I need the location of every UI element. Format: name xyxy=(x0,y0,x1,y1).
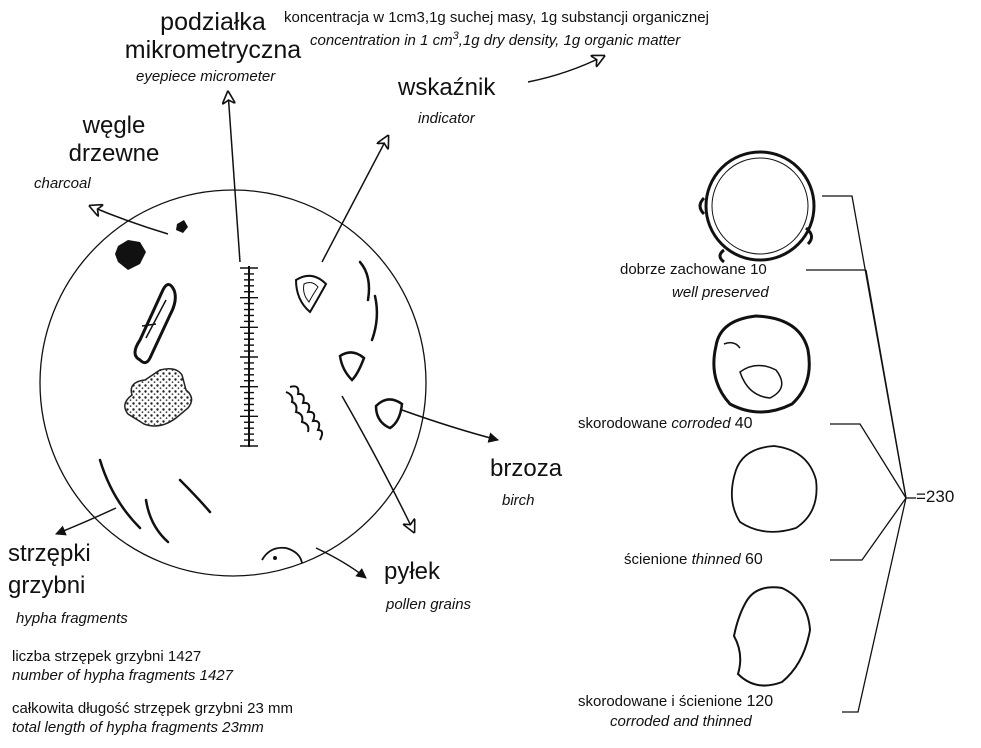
total-count: =230 xyxy=(916,487,954,507)
coiled-hypha xyxy=(286,386,322,440)
charcoal-particle-small xyxy=(176,220,188,233)
micrometer-arrow xyxy=(228,92,240,262)
micrometer-scale xyxy=(240,266,258,447)
pollen-well-preserved xyxy=(700,152,814,262)
pollen-grain-birch xyxy=(376,399,402,428)
charcoal-particle-large xyxy=(115,240,146,270)
micrometer-label-en: eyepiece micrometer xyxy=(136,68,275,85)
corroded-thinned-label-en: corroded and thinned xyxy=(610,713,752,730)
hypha-label-pl-2: grzybni xyxy=(8,572,85,600)
indicator-label-en: indicator xyxy=(418,110,475,127)
corroded-label: skorodowane corroded 40 xyxy=(578,415,753,433)
hypha-count-pl: liczba strzępek grzybni 1427 xyxy=(12,648,201,665)
hypha-label-en: hypha fragments xyxy=(16,610,128,627)
well-preserved-label-pl: dobrze zachowane 10 xyxy=(620,261,767,278)
field-of-view-circle xyxy=(40,190,426,576)
thinned-label: ścienione thinned 60 xyxy=(624,551,763,569)
pollen-grain-triangular-1 xyxy=(296,276,326,312)
count-bracket xyxy=(806,196,916,712)
pollen-corroded xyxy=(714,316,809,412)
charcoal-label-pl-2: drzewne xyxy=(54,140,174,168)
charcoal-label-pl-1: węgle xyxy=(54,112,174,140)
birch-label-pl: brzoza xyxy=(490,455,562,483)
hypha-arrow xyxy=(56,508,116,534)
hypha-length-en: total length of hypha fragments 23mm xyxy=(12,719,264,736)
hypha-count-en: number of hypha fragments 1427 xyxy=(12,667,233,684)
well-preserved-label-en: well preserved xyxy=(672,284,769,301)
micrometer-label-pl-2: mikrometryczna xyxy=(98,36,328,65)
hypha-length-pl: całkowita długość strzępek grzybni 23 mm xyxy=(12,700,293,717)
speckled-particle xyxy=(125,369,192,426)
pollen-label-pl: pyłek xyxy=(384,558,440,586)
pollen-grain-triangular-2 xyxy=(340,352,364,380)
micrometer-label-pl-1: podziałka xyxy=(108,8,318,37)
concentration-label-en: concentration in 1 cm3,1g dry density, 1… xyxy=(310,30,680,49)
charcoal-label-en: charcoal xyxy=(34,175,91,192)
pollen-grain-round xyxy=(262,548,302,563)
concentration-arrow xyxy=(528,56,604,82)
concentration-label-pl: koncentracja w 1cm3,1g suchej masy, 1g s… xyxy=(284,9,709,26)
birch-arrow xyxy=(402,410,498,440)
birch-label-en: birch xyxy=(502,492,535,509)
indicator-label-pl: wskaźnik xyxy=(398,74,495,102)
pollen-thinned xyxy=(732,446,817,532)
hypha-label-pl-1: strzępki xyxy=(8,540,91,568)
pollen-round-arrow xyxy=(316,548,366,578)
pollen-label-en: pollen grains xyxy=(386,596,471,613)
elongated-particle xyxy=(135,284,175,362)
pollen-corroded-thinned xyxy=(734,587,810,685)
indicator-arrow xyxy=(322,136,388,262)
corroded-thinned-label-pl: skorodowane i ścienione 120 xyxy=(578,693,773,711)
